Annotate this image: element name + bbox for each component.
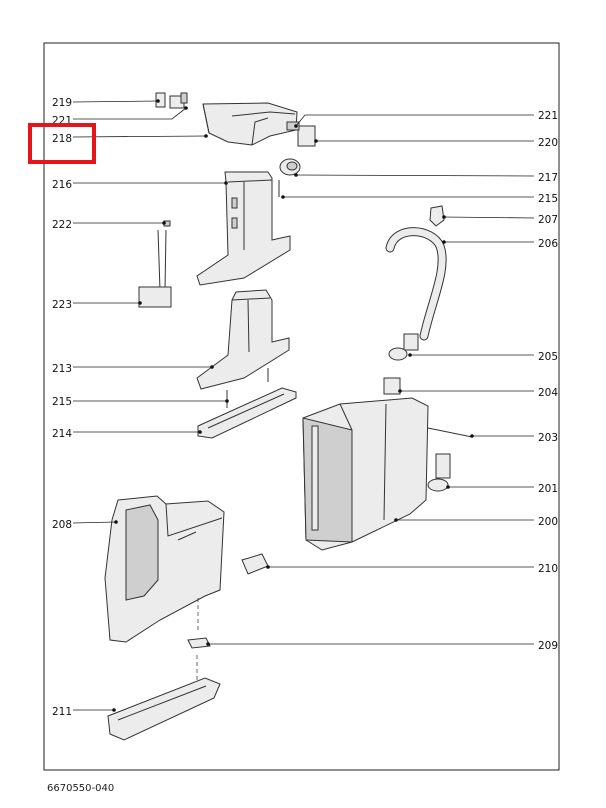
part-215-screws-lower — [226, 368, 269, 408]
part-205-fitting — [388, 333, 419, 361]
part-213-column — [196, 289, 290, 390]
part-206-hose — [385, 227, 447, 341]
part-200-reservoir — [302, 397, 429, 551]
svg-text:209: 209 — [538, 640, 558, 652]
callout-217: 217 — [294, 172, 558, 184]
callout-214: 214 — [52, 428, 202, 440]
callout-215-right: 215 — [281, 193, 558, 205]
part-211-tray — [107, 677, 221, 741]
callout-200: 200 — [394, 516, 558, 528]
svg-text:200: 200 — [538, 516, 558, 528]
highlight-box-218 — [28, 123, 96, 164]
diagram-frame — [43, 42, 560, 771]
svg-text:204: 204 — [538, 387, 558, 399]
svg-text:217: 217 — [538, 172, 558, 184]
svg-text:211: 211 — [52, 706, 72, 718]
svg-text:219: 219 — [52, 97, 72, 109]
part-214-tray — [197, 387, 297, 439]
part-220-bracket — [286, 121, 316, 147]
svg-text:218: 218 — [52, 133, 72, 145]
svg-text:213: 213 — [52, 363, 72, 375]
part-219-clip — [155, 92, 188, 109]
svg-text:203: 203 — [538, 432, 558, 444]
part-216-column — [196, 171, 291, 286]
svg-text:208: 208 — [52, 519, 72, 531]
callout-213: 213 — [52, 363, 214, 375]
callout-221-right: 221 — [294, 110, 558, 128]
callout-208: 208 — [52, 519, 118, 531]
svg-text:214: 214 — [52, 428, 72, 440]
part-217-cap — [279, 158, 301, 176]
svg-text:222: 222 — [52, 219, 72, 231]
callout-219: 219 — [52, 97, 160, 109]
svg-text:206: 206 — [538, 238, 558, 250]
svg-text:221: 221 — [538, 110, 558, 122]
part-208-housing — [104, 495, 225, 643]
part-209-latch — [187, 637, 211, 649]
callout-205: 205 — [408, 351, 558, 363]
svg-text:210: 210 — [538, 563, 558, 575]
svg-text:201: 201 — [538, 483, 558, 495]
callout-216: 216 — [52, 179, 228, 191]
callout-223: 223 — [52, 299, 142, 311]
part-207-clip — [429, 205, 445, 227]
svg-text:205: 205 — [538, 351, 558, 363]
part-203-rod — [427, 427, 473, 438]
callout-220: 220 — [314, 137, 558, 149]
callout-203: 203 — [470, 432, 558, 444]
callout-222: 222 — [52, 219, 166, 231]
svg-text:215: 215 — [538, 193, 558, 205]
callout-207: 207 — [442, 214, 558, 226]
svg-text:220: 220 — [538, 137, 558, 149]
svg-text:216: 216 — [52, 179, 72, 191]
svg-text:207: 207 — [538, 214, 558, 226]
part-201-float — [427, 453, 451, 492]
callout-204: 204 — [398, 387, 558, 399]
svg-text:215: 215 — [52, 396, 72, 408]
part-210-sensor — [241, 553, 269, 575]
callout-201: 201 — [446, 483, 558, 495]
callout-209: 209 — [206, 640, 558, 652]
callout-206: 206 — [442, 238, 558, 250]
callout-210: 210 — [266, 563, 558, 575]
callout-211: 211 — [52, 706, 116, 718]
part-222-223-connector — [138, 220, 172, 308]
part-204-valve — [383, 377, 401, 395]
part-218-hood — [202, 102, 298, 146]
callout-215-left: 215 — [52, 396, 229, 408]
svg-text:223: 223 — [52, 299, 72, 311]
document-code: 6670550-040 — [47, 783, 115, 794]
